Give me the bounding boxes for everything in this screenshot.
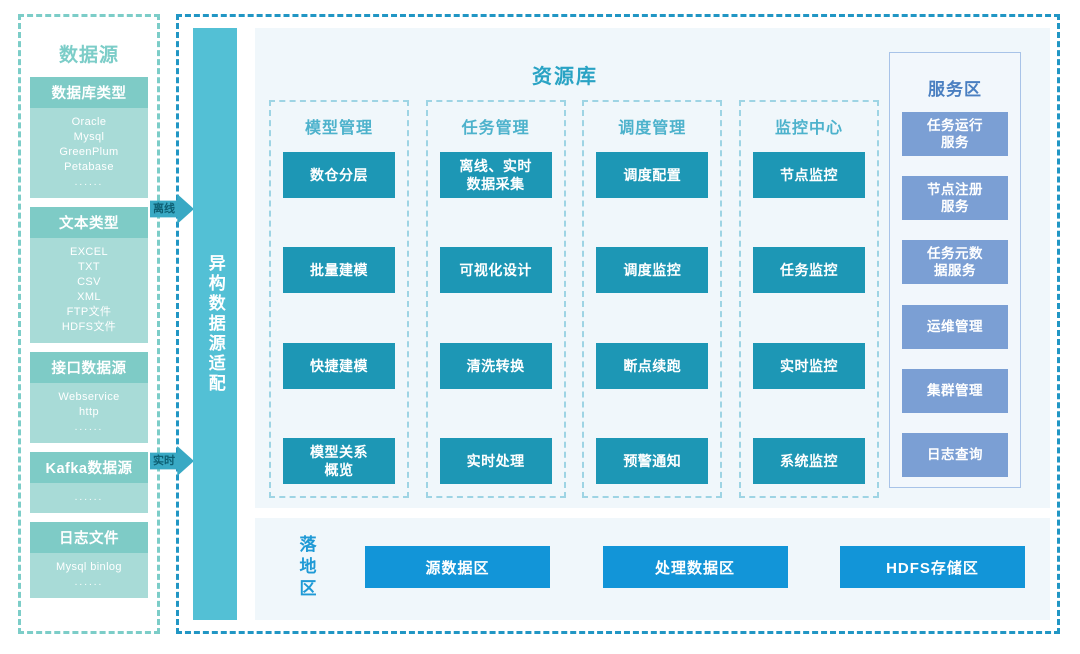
card-header: Kafka数据源 [30, 452, 148, 483]
card-header: 文本类型 [30, 207, 148, 238]
service-chip-item[interactable]: 任务元数 据服务 [902, 240, 1008, 285]
card-ellipsis: ...... [74, 577, 104, 588]
group-items: 节点监控 任务监控 实时监控 系统监控 [752, 152, 865, 484]
chip-item[interactable]: 断点续跑 [596, 342, 709, 389]
chip-item[interactable]: 批量建模 [283, 247, 395, 294]
chip-item[interactable]: 调度监控 [596, 247, 709, 294]
platform-frame [176, 14, 1060, 634]
card-ellipsis: ...... [74, 492, 104, 503]
group-schedule-management[interactable]: 调度管理 调度配置 调度监控 断点续跑 预警通知 [582, 100, 723, 498]
chip-item[interactable]: 节点监控 [752, 152, 865, 198]
repository-panel: 资源库 模型管理 数仓分层 批量建模 快捷建模 模型关系 概览 任务管理 离线、… [255, 28, 1050, 508]
card-item: Webservice [58, 391, 120, 403]
service-area-title: 服务区 [928, 80, 982, 99]
group-task-management[interactable]: 任务管理 离线、实时 数据采集 可视化设计 清洗转换 实时处理 [425, 100, 566, 498]
chip-item[interactable]: 模型关系 概览 [283, 437, 395, 484]
card-item: Petabase [64, 161, 114, 173]
landing-chip-item[interactable]: 源数据区 [365, 546, 550, 588]
datasource-card-text[interactable]: 文本类型 EXCEL TXT CSV XML FTP文件 HDFS文件 [30, 207, 148, 343]
card-item: EXCEL [69, 246, 109, 258]
chip-item[interactable]: 数仓分层 [283, 152, 395, 198]
landing-chip-item[interactable]: 处理数据区 [602, 546, 788, 588]
chip-item[interactable]: 系统监控 [752, 437, 865, 484]
card-item: FTP文件 [66, 306, 112, 318]
group-items: 数仓分层 批量建模 快捷建模 模型关系 概览 [283, 152, 395, 484]
chip-item[interactable]: 快捷建模 [283, 342, 395, 389]
landing-zone-panel: 落地区 源数据区 处理数据区 HDFS存储区 [255, 518, 1050, 620]
group-items: 调度配置 调度监控 断点续跑 预警通知 [596, 152, 709, 484]
landing-zone-label: 落地区 [299, 535, 317, 598]
card-body: Webservice http ...... [30, 383, 148, 443]
datasource-card-kafka[interactable]: Kafka数据源 ...... [30, 452, 148, 513]
card-body: EXCEL TXT CSV XML FTP文件 HDFS文件 [30, 238, 148, 343]
card-ellipsis: ...... [74, 422, 104, 433]
card-body: ...... [30, 483, 148, 513]
repository-groups: 模型管理 数仓分层 批量建模 快捷建模 模型关系 概览 任务管理 离线、实时 数… [269, 100, 879, 498]
datasource-column: 数据源 数据库类型 Oracle Mysql GreenPlum Petabas… [18, 14, 160, 634]
service-chip-item[interactable]: 节点注册 服务 [902, 176, 1008, 221]
group-title: 监控中心 [774, 120, 843, 137]
datasource-card-database[interactable]: 数据库类型 Oracle Mysql GreenPlum Petabase ..… [30, 77, 148, 198]
service-chip-item[interactable]: 任务运行 服务 [902, 112, 1008, 156]
card-header: 数据库类型 [30, 77, 148, 108]
chip-item[interactable]: 任务监控 [752, 247, 865, 294]
card-body: Oracle Mysql GreenPlum Petabase ...... [30, 108, 148, 198]
group-model-management[interactable]: 模型管理 数仓分层 批量建模 快捷建模 模型关系 概览 [269, 100, 409, 498]
card-item: http [79, 406, 99, 418]
adapter-label: 异构数据源适配 [205, 254, 225, 394]
card-item: Mysql [73, 131, 105, 143]
service-chip-item[interactable]: 集群管理 [902, 368, 1008, 413]
chip-item[interactable]: 清洗转换 [439, 342, 552, 389]
card-item: Mysql binlog [56, 561, 122, 573]
group-title: 任务管理 [461, 120, 530, 137]
service-chip-item[interactable]: 运维管理 [902, 304, 1008, 349]
card-body: Mysql binlog ...... [30, 553, 148, 598]
chip-item[interactable]: 可视化设计 [439, 247, 552, 294]
adapter-bar[interactable]: 异构数据源适配 [193, 28, 237, 620]
group-title: 模型管理 [304, 120, 373, 137]
card-item: Oracle [71, 116, 107, 128]
group-title: 调度管理 [618, 120, 687, 137]
card-item: CSV [77, 276, 101, 288]
card-item: HDFS文件 [61, 321, 117, 333]
card-item: GreenPlum [59, 146, 119, 158]
chip-item[interactable]: 实时处理 [439, 437, 552, 484]
card-ellipsis: ...... [74, 177, 104, 188]
group-items: 离线、实时 数据采集 可视化设计 清洗转换 实时处理 [439, 152, 552, 484]
service-chip-item[interactable]: 日志查询 [902, 432, 1008, 477]
chip-item[interactable]: 预警通知 [596, 437, 709, 484]
card-item: XML [77, 291, 101, 303]
chip-item[interactable]: 实时监控 [752, 342, 865, 389]
landing-chip-item[interactable]: HDFS存储区 [840, 546, 1025, 588]
landing-zone-chips: 源数据区 处理数据区 HDFS存储区 [365, 546, 1025, 588]
service-area: 服务区 任务运行 服务 节点注册 服务 任务元数 据服务 运维管理 集群管理 日… [889, 52, 1021, 488]
datasource-card-interface[interactable]: 接口数据源 Webservice http ...... [30, 352, 148, 443]
datasource-title: 数据源 [58, 45, 119, 66]
chip-item[interactable]: 调度配置 [596, 152, 709, 198]
card-item: TXT [78, 261, 100, 273]
group-monitor-center[interactable]: 监控中心 节点监控 任务监控 实时监控 系统监控 [738, 100, 879, 498]
card-header: 日志文件 [30, 522, 148, 553]
repository-title: 资源库 [532, 66, 598, 88]
datasource-frame [18, 14, 160, 634]
service-items: 任务运行 服务 节点注册 服务 任务元数 据服务 运维管理 集群管理 日志查询 [902, 112, 1008, 477]
card-header: 接口数据源 [30, 352, 148, 383]
chip-item[interactable]: 离线、实时 数据采集 [439, 152, 552, 198]
datasource-card-log[interactable]: 日志文件 Mysql binlog ...... [30, 522, 148, 598]
